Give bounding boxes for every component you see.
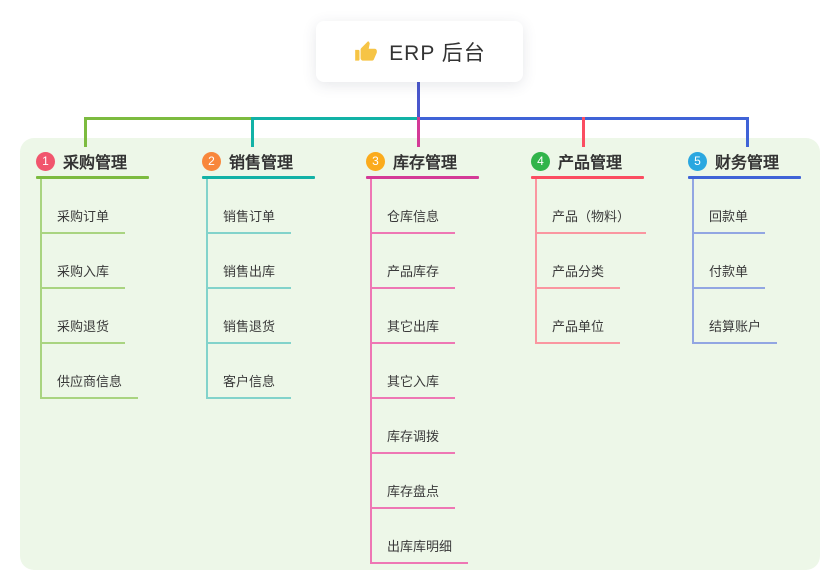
branch-number-badge: 1 [36,151,55,171]
root-node-erp[interactable]: ERP 后台 [316,21,523,82]
branch-header-1[interactable]: 1 采购管理 [36,149,149,173]
child-row: 产品库存 [370,234,468,289]
branch-label: 销售管理 [229,155,294,172]
child-row: 其它入库 [370,344,468,399]
child-node[interactable]: 产品分类 [535,261,621,289]
branch-children: 销售订单销售出库销售退货客户信息 [206,179,292,399]
child-row: 仓库信息 [370,179,468,234]
branch-1: 1 采购管理采购订单采购入库采购退货供应商信息 [36,149,149,399]
child-node[interactable]: 供应商信息 [40,371,139,399]
child-row: 产品单位 [535,289,646,344]
child-row: 出库库明细 [370,509,469,564]
child-node[interactable]: 库存调拨 [370,426,456,454]
branch-number-badge: 4 [531,151,550,171]
branch-4: 4 产品管理产品（物料） 产品分类产品单位 [531,149,647,344]
child-row: 客户信息 [206,344,292,399]
branch-3: 3 库存管理仓库信息产品库存其它出库其它入库库存调拨库存盘点出库库明细 [366,149,479,564]
branch-children: 仓库信息产品库存其它出库其它入库库存调拨库存盘点出库库明细 [370,179,469,564]
child-row: 产品（物料） [535,179,647,234]
child-row: 销售出库 [206,234,292,289]
child-node[interactable]: 付款单 [692,261,765,289]
branch-children: 回款单付款单结算账户 [692,179,778,344]
child-node[interactable]: 销售出库 [206,261,292,289]
child-row: 采购入库 [40,234,138,289]
branch-label: 产品管理 [558,155,623,172]
child-node[interactable]: 回款单 [692,206,765,234]
branch-underline [366,176,479,179]
child-node[interactable]: 产品单位 [535,316,621,344]
child-row: 结算账户 [692,289,778,344]
child-row: 采购退货 [40,289,138,344]
bar-segment-left [84,117,253,120]
root-title: ERP 后台 [389,41,486,65]
child-node[interactable]: 销售退货 [206,316,292,344]
branch-drop-line-5 [746,117,749,147]
child-row: 库存调拨 [370,399,468,454]
child-node[interactable]: 出库库明细 [370,536,469,564]
child-node[interactable]: 仓库信息 [370,206,456,234]
branch-label: 库存管理 [393,155,458,172]
branch-underline [531,176,644,179]
child-node[interactable]: 产品（物料） [535,206,647,234]
child-node[interactable]: 客户信息 [206,371,292,399]
thumbs-up-icon [353,39,379,65]
child-node[interactable]: 销售订单 [206,206,292,234]
child-row: 库存盘点 [370,454,468,509]
branches-panel [20,138,820,570]
child-node[interactable]: 结算账户 [692,316,778,344]
branch-header-5[interactable]: 5 财务管理 [688,149,801,173]
branch-drop-line-1 [84,117,87,147]
branch-underline [36,176,149,179]
branch-header-2[interactable]: 2 销售管理 [202,149,315,173]
branch-drop-line-4 [582,117,585,147]
child-node[interactable]: 采购订单 [40,206,126,234]
branch-number-badge: 5 [688,151,707,171]
branch-drop-line-3 [417,117,420,147]
child-node[interactable]: 其它出库 [370,316,456,344]
child-row: 回款单 [692,179,777,234]
branch-number-badge: 3 [366,151,385,171]
branch-2: 2 销售管理销售订单销售出库销售退货客户信息 [202,149,315,399]
child-node[interactable]: 库存盘点 [370,481,456,509]
child-row: 销售退货 [206,289,292,344]
child-node[interactable]: 采购入库 [40,261,126,289]
branch-number-badge: 2 [202,151,221,171]
child-row: 供应商信息 [40,344,139,399]
child-row: 销售订单 [206,179,292,234]
branch-drop-line-2 [251,117,254,147]
branch-underline [688,176,801,179]
branch-header-4[interactable]: 4 产品管理 [531,149,646,173]
branch-children: 产品（物料） 产品分类产品单位 [535,179,647,344]
child-node[interactable]: 其它入库 [370,371,456,399]
branch-label: 采购管理 [63,155,128,172]
branch-label: 财务管理 [715,155,780,172]
branch-underline [202,176,315,179]
child-row: 产品分类 [535,234,646,289]
child-row: 付款单 [692,234,777,289]
root-stem-line [417,82,420,119]
child-row: 其它出库 [370,289,468,344]
branch-children: 采购订单采购入库采购退货供应商信息 [40,179,139,399]
branch-5: 5 财务管理回款单付款单结算账户 [688,149,801,344]
branch-header-3[interactable]: 3 库存管理 [366,149,479,173]
child-node[interactable]: 产品库存 [370,261,456,289]
child-node[interactable]: 采购退货 [40,316,126,344]
child-row: 采购订单 [40,179,138,234]
bar-segment-middle [251,117,419,120]
